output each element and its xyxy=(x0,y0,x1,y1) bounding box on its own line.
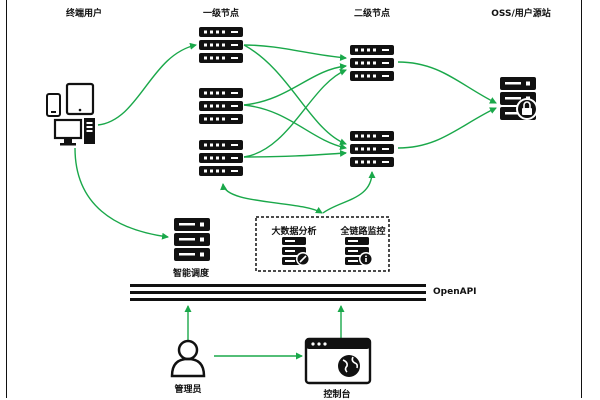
link-monitor-label: 全链路监控 xyxy=(340,227,386,237)
tier1-node-1-icon xyxy=(199,27,243,63)
scheduler-label: 智能调度 xyxy=(172,269,210,279)
admin-label: 管理员 xyxy=(174,385,202,395)
admin-user-icon xyxy=(170,339,206,378)
origin-server-lock-icon xyxy=(500,77,538,120)
console-label: 控制台 xyxy=(323,390,351,400)
link-monitor-server-icon xyxy=(345,237,373,266)
tier1-node-3-icon xyxy=(199,140,243,176)
openapi-label: OpenAPI xyxy=(433,287,477,297)
end-users-devices-icon xyxy=(46,82,95,146)
tier2-node-1-icon xyxy=(350,45,394,81)
big-data-server-icon xyxy=(282,237,310,266)
diagram-frame xyxy=(6,0,582,398)
tier1-nodes-label: 一级节点 xyxy=(202,9,240,19)
big-data-label: 大数据分析 xyxy=(271,227,317,237)
tier1-node-2-icon xyxy=(199,88,243,124)
console-window-icon xyxy=(304,337,372,385)
analytics-group-box xyxy=(255,216,390,272)
openapi-bus xyxy=(130,284,426,301)
scheduler-server-icon xyxy=(174,218,210,261)
tier2-node-2-icon xyxy=(350,131,394,167)
tier2-nodes-label: 二级节点 xyxy=(353,9,391,19)
origin-label: OSS/用户源站 xyxy=(491,9,551,19)
end-users-label: 终端用户 xyxy=(65,9,103,19)
